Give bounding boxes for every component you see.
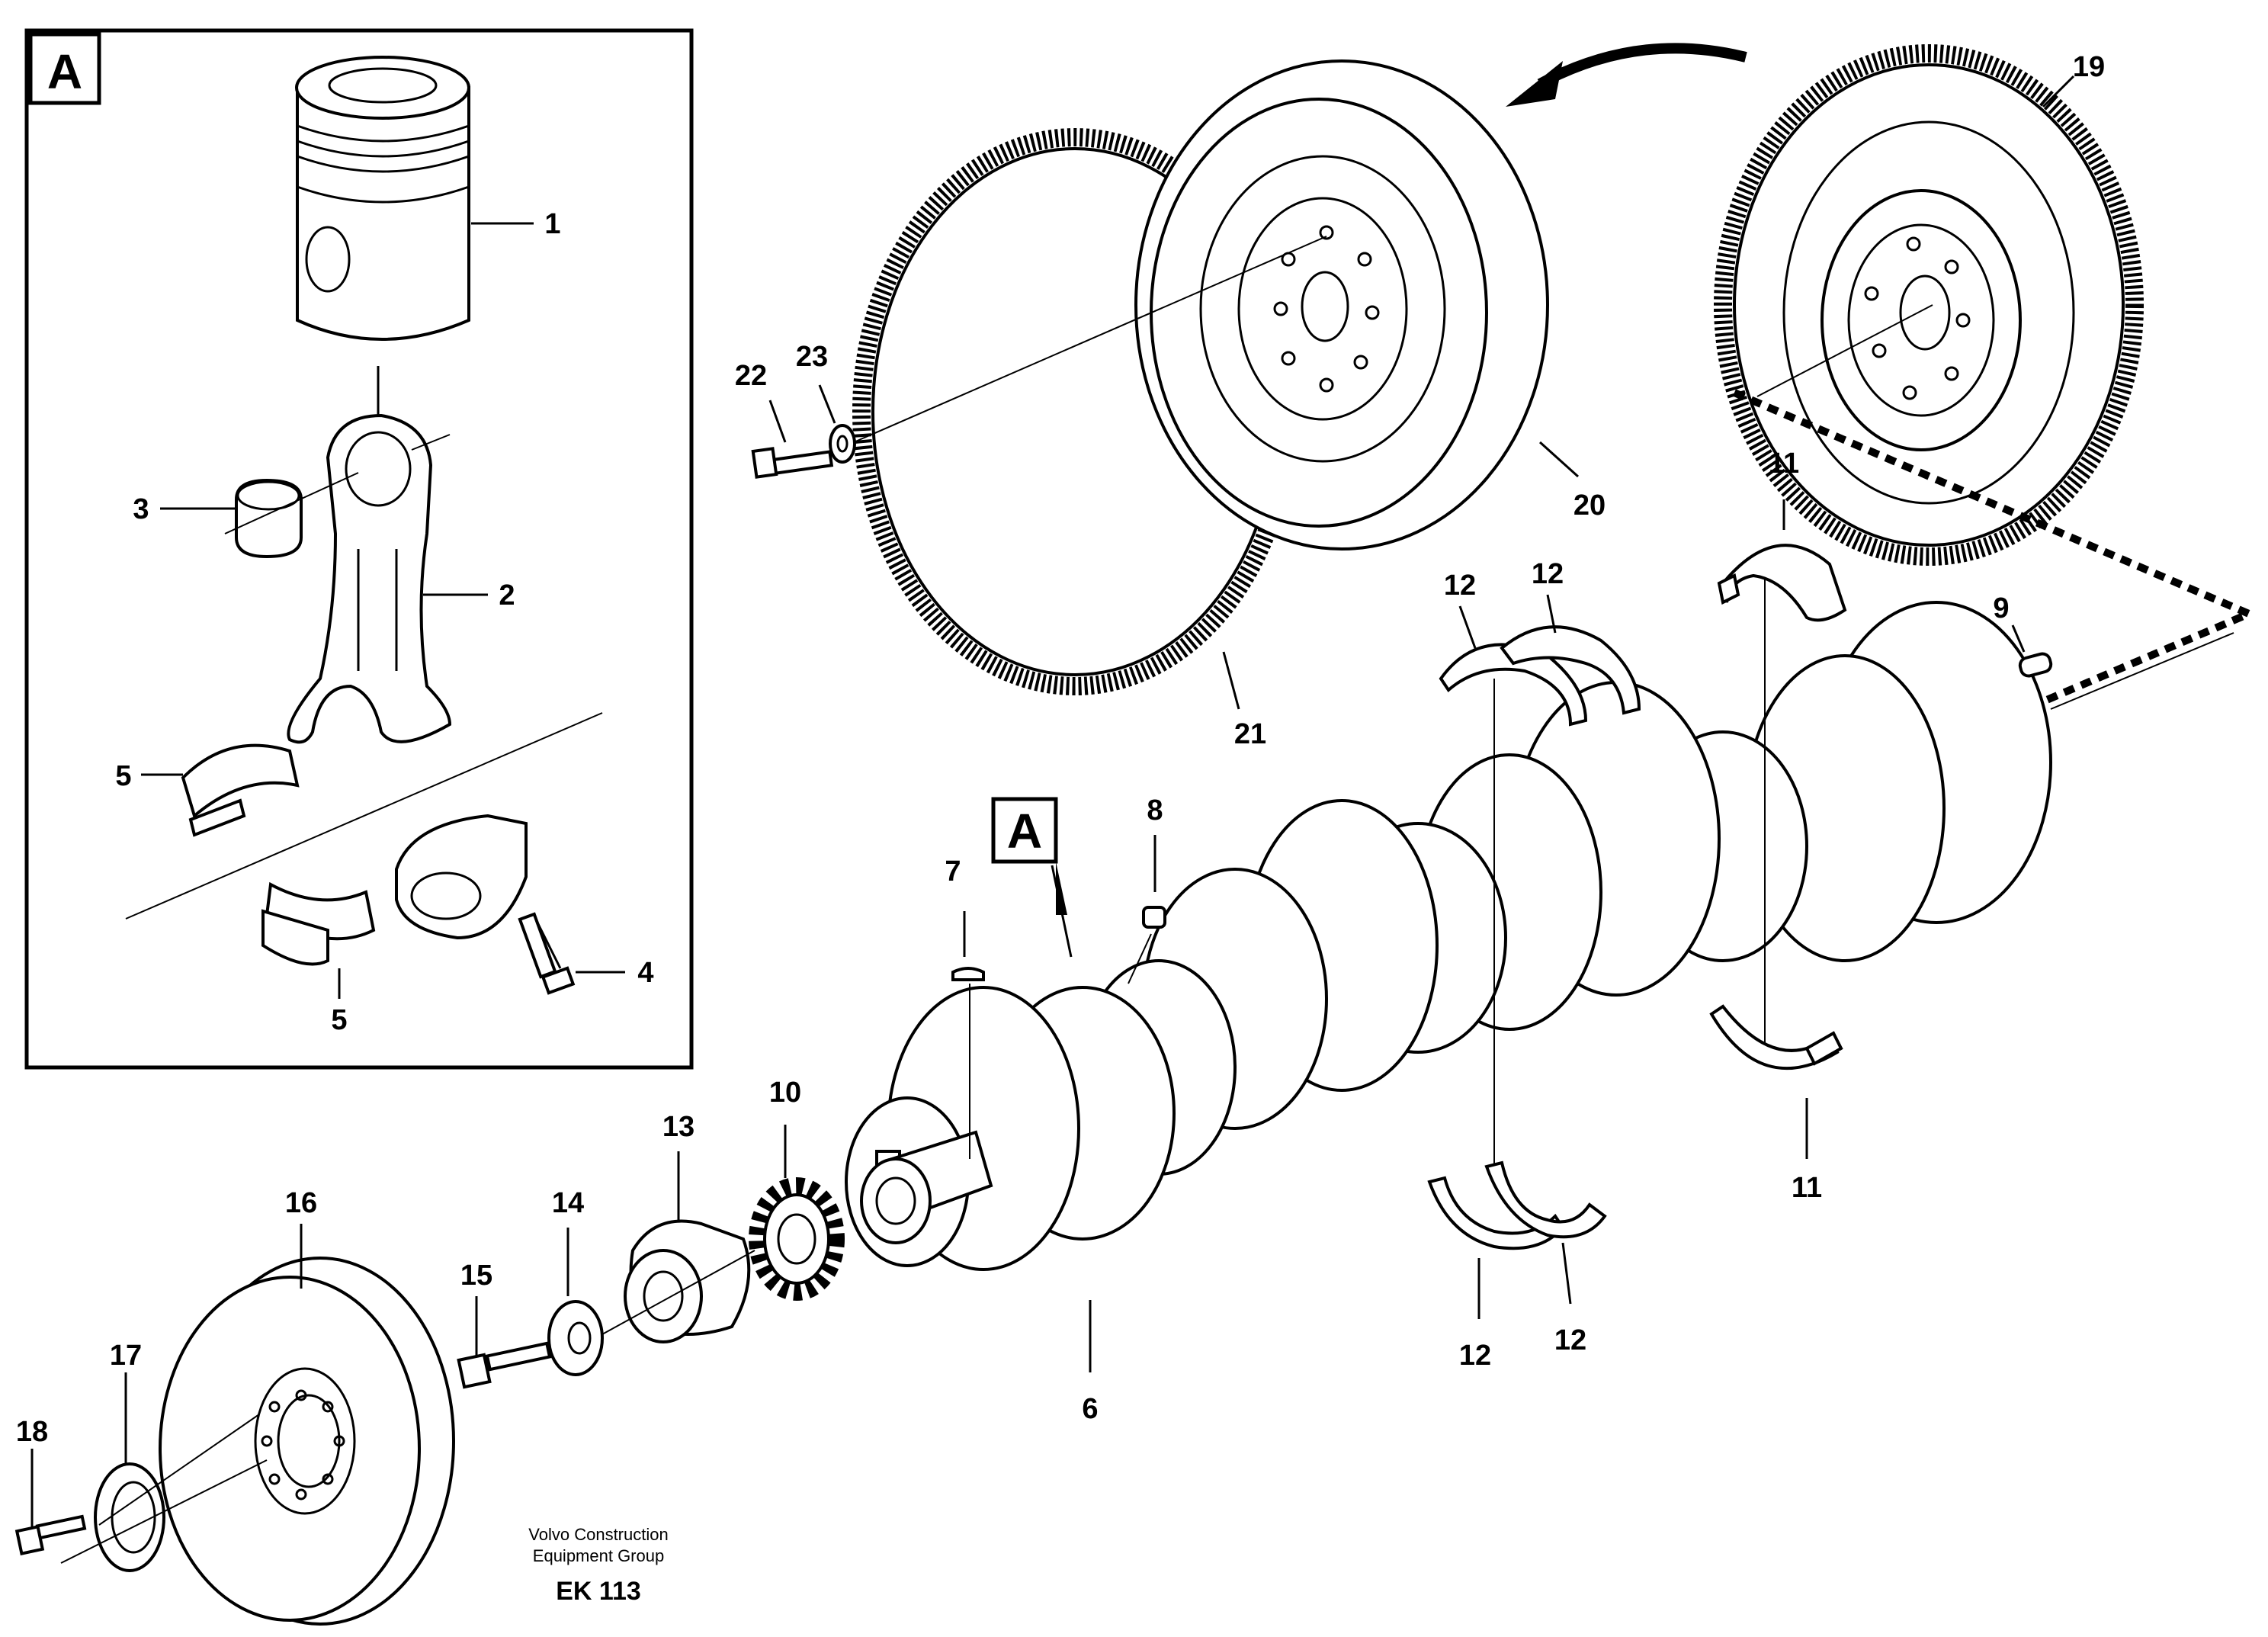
bearing-shell-upper — [181, 743, 300, 837]
callout-12-upper-right: 12 — [1532, 558, 1564, 590]
crankshaft — [845, 601, 2234, 1271]
callout-7: 7 — [945, 855, 961, 888]
reference-marker-label: A — [1007, 804, 1042, 859]
damper-plate — [94, 1462, 165, 1572]
callout-10: 10 — [769, 1077, 801, 1109]
crankshaft-gear — [749, 1177, 845, 1301]
footer-line1: Volvo Construction — [528, 1525, 668, 1544]
callout-21: 21 — [1234, 718, 1266, 750]
rod-bolt — [518, 912, 576, 995]
callout-20: 20 — [1573, 489, 1606, 522]
callout-16: 16 — [285, 1187, 317, 1219]
callout-11-upper: 11 — [1769, 448, 1799, 480]
callout-3: 3 — [133, 493, 149, 525]
callout-6: 6 — [1082, 1393, 1098, 1425]
bearing-shell-lower — [261, 881, 376, 966]
callout-2: 2 — [499, 579, 515, 611]
flywheel-alt — [1714, 44, 2144, 566]
callout-22: 22 — [735, 360, 767, 392]
dowel-pin-rear — [2018, 652, 2053, 678]
callout-18: 18 — [16, 1416, 48, 1448]
main-bearing-upper — [1717, 544, 1847, 622]
thrust-washer-upper-right — [1500, 625, 1641, 715]
hub-bolt — [457, 1341, 552, 1389]
flywheel-bolt — [751, 447, 834, 479]
footer-code: EK 113 — [556, 1577, 641, 1606]
callout-13: 13 — [662, 1111, 695, 1143]
footer: Volvo Construction Equipment Group EK 11… — [528, 1525, 668, 1606]
thrust-washer-lower-right — [1484, 1160, 1607, 1239]
reference-marker-a: A — [991, 797, 1073, 958]
dowel-pin-front — [1142, 906, 1166, 929]
bushing — [235, 478, 303, 559]
piston — [295, 56, 470, 341]
callout-14: 14 — [552, 1187, 584, 1219]
pulley-hub — [624, 1219, 751, 1343]
alt-connection-dashed — [1733, 389, 2259, 705]
flywheel-washer — [829, 424, 856, 464]
callout-1: 1 — [544, 208, 560, 240]
footer-line2: Equipment Group — [533, 1546, 664, 1565]
detail-box-a: A 1 2 3 — [24, 28, 694, 1070]
detail-box-label: A — [47, 44, 82, 99]
callout-17: 17 — [110, 1340, 142, 1372]
callout-11-lower: 11 — [1792, 1172, 1822, 1204]
main-bearing-lower — [1709, 1004, 1843, 1070]
callout-5-upper: 5 — [115, 760, 131, 792]
rod-cap — [395, 814, 528, 940]
woodruff-key — [951, 967, 985, 981]
callout-12-lower-right: 12 — [1554, 1324, 1586, 1356]
thrust-washer-upper-left — [1439, 643, 1588, 727]
callout-4: 4 — [637, 957, 653, 989]
callout-5-lower: 5 — [331, 1004, 347, 1036]
vibration-damper — [159, 1257, 455, 1626]
callout-12-lower-left: 12 — [1459, 1340, 1491, 1372]
swap-arrow — [1506, 43, 1747, 107]
flywheel — [1134, 59, 1549, 550]
callout-23: 23 — [796, 341, 828, 373]
hub-washer — [547, 1300, 604, 1376]
callout-19: 19 — [2073, 51, 2105, 83]
callout-12-upper-left: 12 — [1444, 570, 1476, 602]
callout-9: 9 — [1993, 592, 2009, 624]
callout-15: 15 — [460, 1260, 492, 1292]
callout-8: 8 — [1147, 794, 1163, 827]
damper-bolt — [14, 1514, 87, 1555]
connecting-rod — [287, 413, 452, 744]
